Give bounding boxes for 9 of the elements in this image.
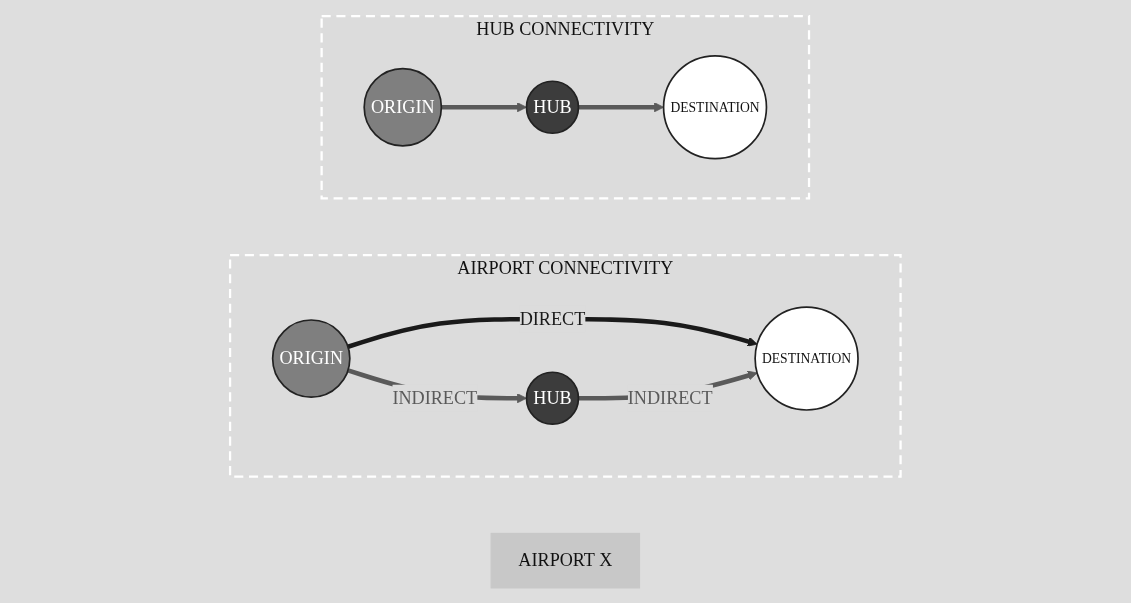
- edge-label: INDIRECT: [627, 387, 713, 407]
- node-circle: DESTINATION: [754, 305, 860, 411]
- node-circle: HUB: [525, 79, 580, 134]
- edge-label: DIRECT: [519, 308, 586, 328]
- node-circle: HUB: [525, 370, 580, 425]
- node-circle: DESTINATION: [662, 54, 768, 160]
- node-circle: ORIGIN: [271, 318, 351, 398]
- edge-label: INDIRECT: [392, 387, 478, 407]
- node-circle: ORIGIN: [363, 67, 443, 147]
